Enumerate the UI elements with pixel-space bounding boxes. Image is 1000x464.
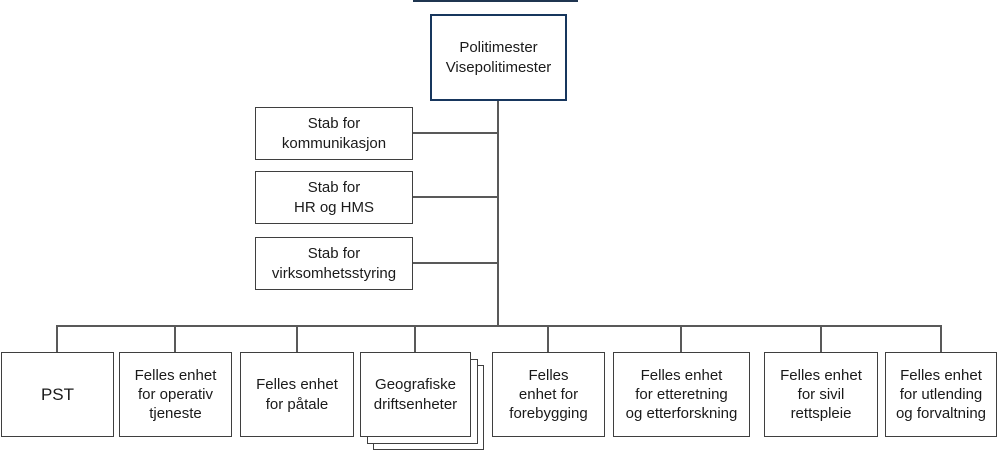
org-box-politimester-label: Politimester Visepolitimester bbox=[445, 39, 552, 76]
org-box-patale-label: Felles enhet for påtale bbox=[256, 376, 338, 413]
connector-drop-etteretning bbox=[680, 325, 682, 352]
connector-drop-operativ bbox=[174, 325, 176, 352]
connector-staff-kommunikasjon bbox=[413, 132, 498, 134]
org-box-etteretning-etterforskning-label: Felles enhet for etteretning og etterfor… bbox=[625, 366, 738, 423]
org-box-pst: PST bbox=[1, 352, 114, 437]
org-box-politimester: Politimester Visepolitimester bbox=[430, 14, 567, 101]
org-box-sivil-rettspleie-label: Felles enhet for sivil rettspleie bbox=[780, 366, 862, 423]
org-box-utlending-forvaltning: Felles enhet for utlending og forvaltnin… bbox=[885, 352, 997, 437]
connector-distribution-line bbox=[56, 325, 941, 327]
org-box-stab-virksomhetsstyring: Stab for virksomhetsstyring bbox=[255, 237, 413, 290]
org-box-stab-virksomhetsstyring-label: Stab for virksomhetsstyring bbox=[271, 245, 397, 282]
org-box-pst-label: PST bbox=[40, 384, 75, 404]
org-box-utlending-forvaltning-label: Felles enhet for utlending og forvaltnin… bbox=[895, 366, 987, 423]
org-box-operativ-tjeneste: Felles enhet for operativ tjeneste bbox=[119, 352, 232, 437]
org-box-sivil-rettspleie: Felles enhet for sivil rettspleie bbox=[764, 352, 878, 437]
connector-drop-pst bbox=[56, 325, 58, 352]
org-box-operativ-tjeneste-label: Felles enhet for operativ tjeneste bbox=[134, 366, 217, 423]
connector-drop-sivil-rettspleie bbox=[820, 325, 822, 352]
connector-trunk bbox=[497, 101, 499, 325]
connector-staff-hr-hms bbox=[413, 196, 498, 198]
org-box-forebygging: Felles enhet for forebygging bbox=[492, 352, 605, 437]
connector-drop-patale bbox=[296, 325, 298, 352]
org-box-geografiske-driftsenheter-label: Geografiske driftsenheter bbox=[373, 376, 458, 413]
connector-drop-utlending bbox=[940, 325, 942, 352]
cropped-top-line bbox=[413, 0, 578, 2]
org-box-forebygging-label: Felles enhet for forebygging bbox=[509, 366, 588, 423]
org-box-etteretning-etterforskning: Felles enhet for etteretning og etterfor… bbox=[613, 352, 750, 437]
org-box-geografiske-driftsenheter: Geografiske driftsenheter bbox=[360, 352, 471, 437]
connector-drop-geografiske bbox=[414, 325, 416, 352]
org-box-stab-hr-hms: Stab for HR og HMS bbox=[255, 171, 413, 224]
org-box-patale: Felles enhet for påtale bbox=[240, 352, 354, 437]
connector-drop-forebygging bbox=[547, 325, 549, 352]
org-box-stab-hr-hms-label: Stab for HR og HMS bbox=[293, 179, 375, 216]
org-box-stab-kommunikasjon-label: Stab for kommunikasjon bbox=[281, 115, 387, 152]
connector-staff-virksomhetsstyring bbox=[413, 262, 498, 264]
org-box-stab-kommunikasjon: Stab for kommunikasjon bbox=[255, 107, 413, 160]
